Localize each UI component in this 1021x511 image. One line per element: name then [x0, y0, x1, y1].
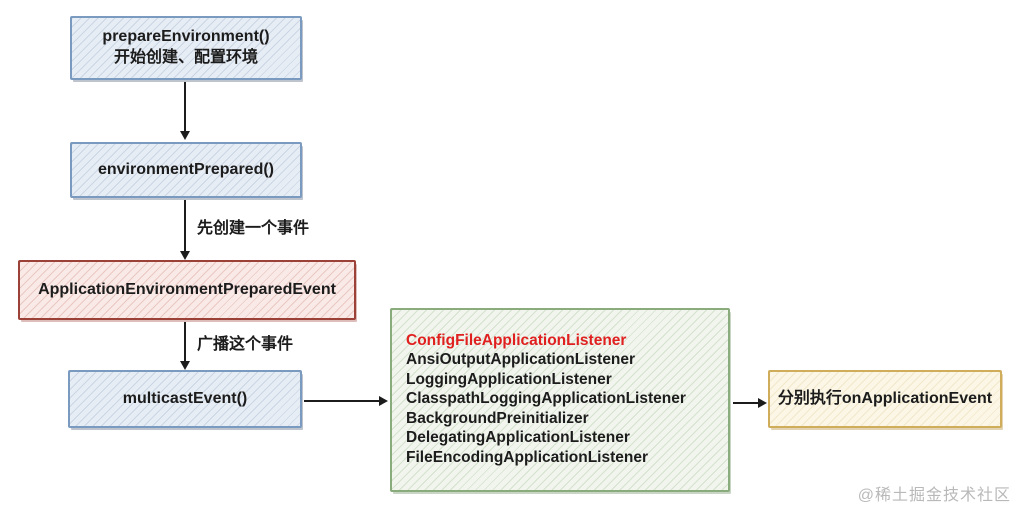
- arrow-prepare-to-prepared: [180, 82, 190, 140]
- edge-label-broadcast-event: 广播这个事件: [197, 336, 294, 353]
- edge-label-create-event: 先创建一个事件: [197, 220, 310, 237]
- node-multicast-event-label: multicastEvent(): [122, 389, 248, 407]
- arrow-multicast-to-listeners: [304, 396, 388, 406]
- listener-item-classpath-logging: ClasspathLoggingApplicationListener: [406, 390, 686, 408]
- node-prepare-environment-desc: 开始创建、配置环境: [113, 49, 258, 66]
- node-environment-prepared: environmentPrepared(): [70, 142, 302, 198]
- arrow-event-to-multicast: [180, 322, 190, 370]
- node-execute-on-application-event: 分别执行onApplicationEvent: [768, 370, 1002, 428]
- arrow-listeners-to-execute: [733, 398, 767, 408]
- listener-item-config-file: ConfigFileApplicationListener: [406, 331, 627, 349]
- node-prepare-environment: prepareEnvironment() 开始创建、配置环境: [70, 16, 302, 80]
- node-prepare-environment-method: prepareEnvironment(): [102, 28, 270, 46]
- listener-item-delegating: DelegatingApplicationListener: [406, 429, 630, 447]
- node-environment-prepared-label: environmentPrepared(): [97, 160, 275, 178]
- arrow-prepared-to-event: [180, 200, 190, 260]
- node-event-label: ApplicationEnvironmentPreparedEvent: [38, 280, 336, 298]
- node-listener-list: ConfigFileApplicationListener AnsiOutput…: [390, 308, 730, 492]
- listener-item-file-encoding: FileEncodingApplicationListener: [406, 448, 648, 466]
- listener-item-ansi-output: AnsiOutputApplicationListener: [406, 351, 636, 369]
- listener-item-logging: LoggingApplicationListener: [406, 370, 612, 388]
- node-application-environment-prepared-event: ApplicationEnvironmentPreparedEvent: [18, 260, 356, 320]
- node-multicast-event: multicastEvent(): [68, 370, 302, 428]
- watermark-text: @稀土掘金技术社区: [857, 487, 1011, 504]
- listener-item-background-preinitializer: BackgroundPreinitializer: [406, 409, 589, 427]
- node-execute-label: 分别执行onApplicationEvent: [777, 389, 993, 407]
